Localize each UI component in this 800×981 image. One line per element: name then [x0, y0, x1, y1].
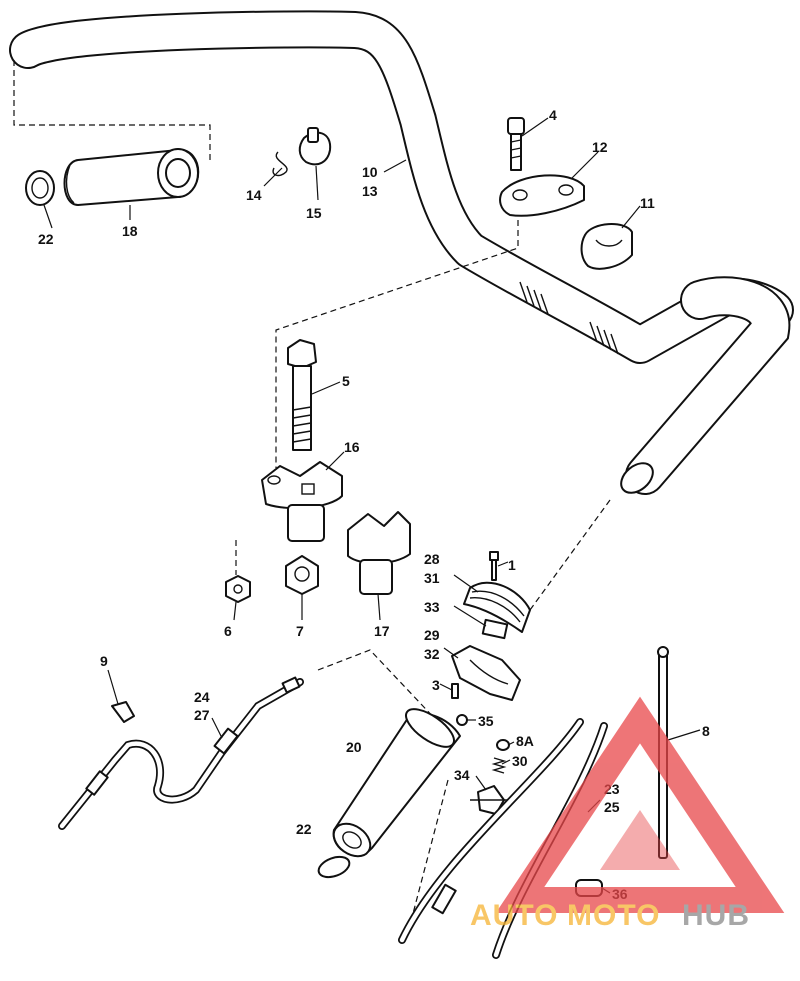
label-part-35: 35 — [478, 713, 494, 729]
label-part-11: 11 — [640, 195, 655, 211]
end-cap-left — [25, 170, 55, 206]
throttle-grip — [332, 708, 461, 858]
cable-clip-9 — [111, 701, 135, 723]
label-part-12: 12 — [592, 139, 608, 155]
bolt-4 — [507, 117, 525, 171]
label-part-8: 8 — [702, 723, 710, 739]
label-part-8a: 8A — [516, 733, 534, 749]
riser-17 — [347, 511, 411, 595]
label-part-25: 25 — [604, 799, 620, 815]
label-part-22-left: 22 — [38, 231, 54, 247]
wire-clip — [272, 151, 288, 177]
nut-6 — [225, 575, 251, 603]
watermark-logo: AUTO MOTO HUB — [470, 696, 785, 932]
ferrule-35 — [456, 714, 468, 726]
label-part-24: 24 — [194, 689, 210, 705]
cable-clamp — [298, 127, 332, 166]
watermark-moto: MOTO — [567, 899, 660, 932]
throttle-cable — [58, 676, 304, 830]
label-part-32: 32 — [424, 646, 440, 662]
label-part-30: 30 — [512, 753, 528, 769]
label-part-14: 14 — [246, 187, 262, 203]
assembly-lines — [13, 60, 611, 926]
label-part-31: 31 — [424, 570, 440, 586]
label-part-7: 7 — [296, 623, 304, 639]
label-part-13: 13 — [362, 183, 378, 199]
watermark-hub: HUB — [682, 899, 750, 932]
label-part-27: 27 — [194, 707, 210, 723]
label-part-22-right: 22 — [296, 821, 312, 837]
label-part-10: 10 — [362, 164, 378, 180]
label-part-9: 9 — [100, 653, 108, 669]
label-part-3: 3 — [432, 677, 440, 693]
label-part-5: 5 — [342, 373, 350, 389]
throttle-housing-lower — [451, 645, 521, 701]
label-part-33: 33 — [424, 599, 440, 615]
label-part-28: 28 — [424, 551, 440, 567]
label-part-1: 1 — [508, 557, 516, 573]
label-part-6: 6 — [224, 623, 232, 639]
label-part-17: 17 — [374, 623, 390, 639]
handlebar — [9, 10, 794, 495]
label-part-18: 18 — [122, 223, 138, 239]
screw-1 — [489, 551, 499, 581]
friction-shoe — [481, 618, 509, 640]
riser-16 — [261, 461, 343, 542]
end-cap-right — [317, 855, 351, 879]
screw-3 — [451, 683, 459, 699]
bolt-5 — [287, 339, 317, 451]
clamp-cap-12 — [499, 174, 585, 217]
label-part-29: 29 — [424, 627, 440, 643]
watermark-auto: AUTO — [470, 899, 558, 932]
nut-7 — [285, 555, 319, 595]
label-part-4: 4 — [549, 107, 557, 123]
left-grip — [63, 148, 200, 206]
clamp-11 — [580, 223, 633, 270]
washer-8a — [496, 739, 510, 751]
spring-30 — [491, 757, 507, 774]
label-part-34: 34 — [454, 767, 470, 783]
label-part-16: 16 — [344, 439, 360, 455]
label-part-20: 20 — [346, 739, 362, 755]
label-part-15: 15 — [306, 205, 322, 221]
